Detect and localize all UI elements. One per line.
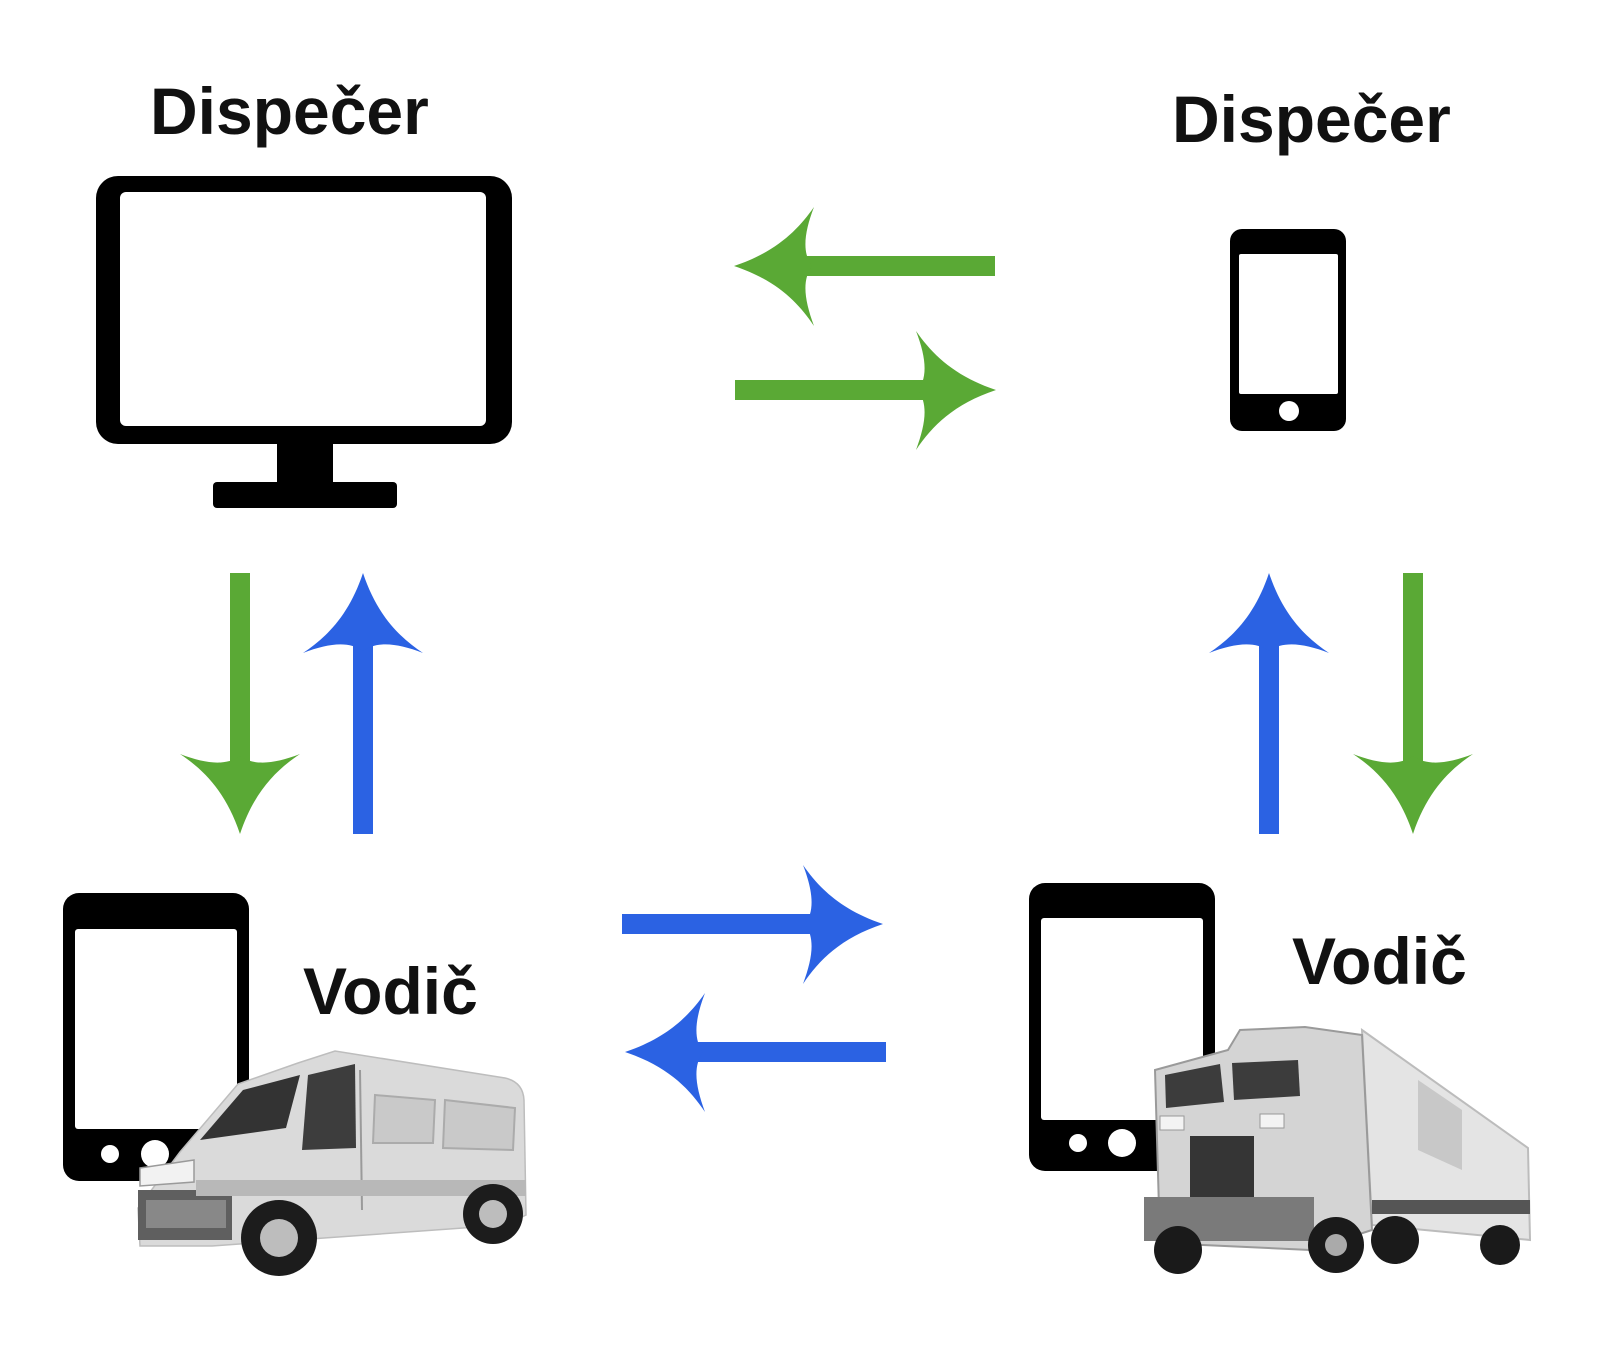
tablet-icon (63, 893, 249, 1181)
van-image (137, 1050, 527, 1276)
arrow-icon (1353, 573, 1473, 834)
arrow-icon (303, 573, 423, 834)
label-driver-truck: Vodič (1292, 924, 1467, 998)
smartphone-icon (1230, 229, 1346, 431)
arrow-icon (735, 331, 996, 450)
arrow-icon (1209, 573, 1329, 834)
label-dispatcher-desktop: Dispečer (150, 74, 429, 148)
arrow-icon (625, 993, 886, 1112)
arrow-icon (180, 573, 300, 834)
arrow-icon (734, 207, 995, 326)
arrow-icon (622, 865, 883, 984)
truck-image (1144, 1025, 1532, 1274)
label-driver-van: Vodič (303, 954, 478, 1028)
monitor-icon (96, 176, 512, 508)
label-dispatcher-mobile: Dispečer (1172, 82, 1451, 156)
